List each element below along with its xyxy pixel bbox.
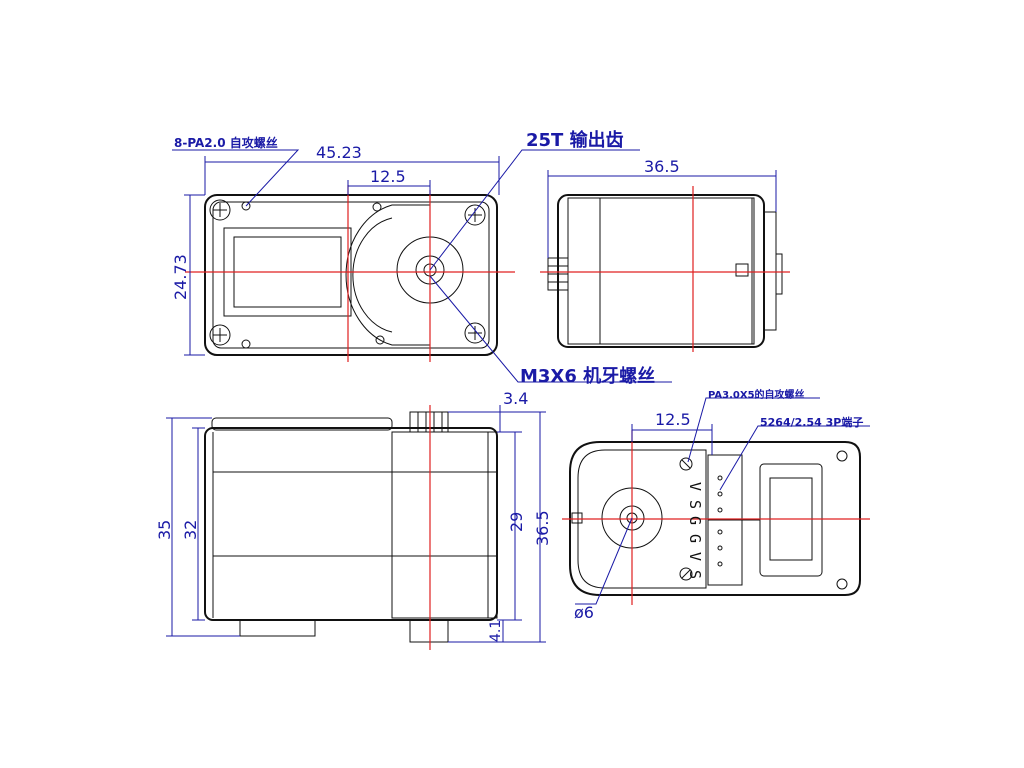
top-view-outline [204,194,498,356]
front-view-top-flange [211,417,393,431]
front-view-bottom-boss [409,619,449,643]
callout-shaft-diameter: ø6 [574,603,594,622]
bottom-screw-top-left [679,457,693,471]
corner-screw-top-left [209,199,231,221]
top-view-inner-outline [212,201,490,349]
pin-label-upper-1: V [686,482,704,491]
bottom-view-label-recess [759,463,823,577]
top-view: 45.23 12.5 24.73 8-PA2.0 自攻螺丝 25T 输出齿 M3… [171,129,672,387]
corner-screw-top-right [464,204,486,226]
dim-top-height: 24.73 [171,254,190,300]
front-view-bottom-cable-exit [239,619,316,637]
leader-connector-label [719,425,870,491]
pin-label-upper-3: G [686,516,704,525]
corner-screw-bottom-right [464,322,486,344]
dim-front-case-height: 29 [507,512,526,532]
side-view-tab [735,263,749,277]
leader-horn-screw-label [429,275,672,383]
leader-shaft-label [575,517,633,605]
leader-spline-label [429,149,640,271]
front-view-gearbox [391,431,498,619]
callout-connector-label: 5264/2.54 3P端子 [760,415,863,429]
callout-spline-label: 25T 输出齿 [526,129,624,151]
right-side-view: 36.5 [540,157,790,352]
pin-label-lower-2: V [686,552,704,561]
side-view-outline [557,194,765,348]
bottom-view: V S G G V S 12.5 PA3.0X5的自攻螺丝 5264/2.54 … [562,388,870,622]
dim-front-total-height: 36.5 [533,510,552,546]
bottom-view-tab [571,512,583,524]
top-view-gear-arc [352,217,393,333]
leader-bottom-screw-label [687,397,820,463]
bottom-view-gear-section [577,449,707,589]
front-view-spline [409,411,449,433]
dim-front-spline-height: 3.4 [503,389,528,408]
dim-front-overall-height: 35 [155,520,174,540]
mount-hole-icon [241,201,251,211]
dim-side-length: 36.5 [644,157,680,176]
dim-bottom-offset: 12.5 [655,410,691,429]
dim-front-body-height: 32 [181,520,200,540]
mount-hole-icon [241,339,251,349]
bottom-view-outline [569,441,861,596]
bottom-screw-bottom-left [679,567,693,581]
mount-hole-icon [836,578,848,590]
pin-label-lower-1: G [686,534,704,543]
dim-top-width: 45.23 [316,143,362,162]
dim-top-offset: 12.5 [370,167,406,186]
callout-screw-label: 8-PA2.0 自攻螺丝 [174,135,278,150]
front-view-body [204,427,498,621]
mount-hole-icon [372,202,382,212]
corner-screw-bottom-left [209,324,231,346]
callout-bottom-screw-label: PA3.0X5的自攻螺丝 [708,388,805,401]
dim-front-bottom-offset: 4.1 [488,620,504,642]
mount-hole-icon [375,335,385,345]
mount-hole-icon [836,450,848,462]
callout-horn-screw-label: M3X6 机牙螺丝 [520,365,655,387]
front-view: 35 32 29 36.5 3.4 4.1 [155,389,552,650]
pin-label-lower-3: S [686,570,704,579]
leader-screw-label [172,149,300,207]
pin-label-upper-2: S [686,500,704,509]
side-view-connector [763,211,777,331]
side-view-case [567,197,755,345]
